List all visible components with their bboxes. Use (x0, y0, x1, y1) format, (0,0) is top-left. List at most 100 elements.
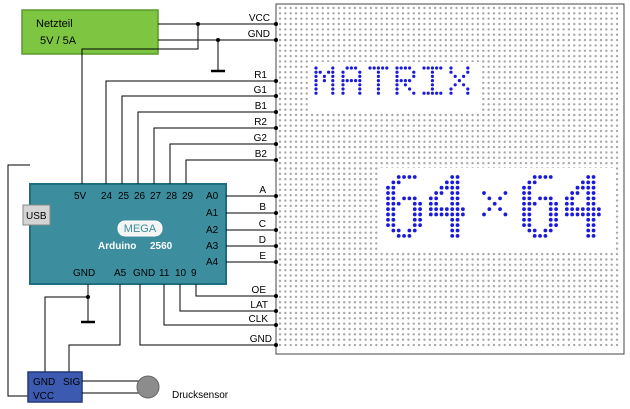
matrix-led (316, 124, 319, 127)
matrix-led (551, 87, 555, 90)
matrix-size-led (396, 233, 401, 238)
matrix-led (514, 129, 517, 133)
matrix-led (294, 81, 298, 85)
matrix-led (294, 44, 298, 47)
matrix-led (289, 258, 292, 261)
matrix-led (557, 38, 560, 42)
matrix-led (551, 317, 555, 320)
matrix-led (444, 49, 448, 52)
matrix-led (289, 28, 292, 31)
matrix-led (332, 151, 335, 154)
matrix-led (589, 263, 592, 266)
matrix-led (391, 322, 394, 325)
matrix-led (482, 113, 485, 117)
matrix-led (428, 268, 431, 272)
matrix-led (294, 252, 298, 256)
matrix-led (524, 301, 528, 304)
matrix-led (300, 252, 303, 256)
matrix-led (316, 343, 319, 347)
matrix-led (428, 119, 431, 122)
matrix-size-led (564, 212, 569, 217)
matrix-led (557, 317, 560, 320)
matrix-led (551, 71, 555, 74)
matrix-led (284, 167, 287, 170)
matrix-led (294, 172, 298, 176)
matrix-led (503, 268, 506, 272)
matrix-title-led (430, 91, 434, 95)
matrix-led (353, 204, 357, 208)
matrix-led (583, 140, 587, 143)
matrix-led (450, 317, 453, 320)
matrix-size-led (434, 196, 439, 201)
matrix-led (492, 65, 496, 69)
matrix-led (359, 140, 362, 143)
matrix-led (337, 242, 341, 245)
matrix-led (610, 252, 613, 256)
matrix-led (615, 242, 619, 245)
matrix-led (450, 33, 453, 36)
matrix-led (487, 65, 490, 69)
pin-dot (274, 22, 278, 26)
matrix-led (503, 135, 506, 138)
matrix-led (530, 140, 533, 143)
matrix-title-led (331, 83, 335, 87)
matrix-led (353, 279, 357, 283)
matrix-led (530, 161, 533, 165)
matrix-led (310, 236, 314, 240)
matrix-led (578, 33, 581, 36)
matrix-led (428, 285, 431, 288)
matrix-led (343, 252, 346, 256)
matrix-led (439, 135, 442, 138)
matrix-led (326, 333, 330, 336)
matrix-led (300, 54, 303, 58)
matrix-size-led (580, 185, 585, 190)
matrix-led (498, 295, 501, 299)
matrix-led (423, 295, 426, 299)
matrix-led (385, 301, 389, 304)
matrix-led (369, 242, 373, 245)
matrix-led (407, 306, 410, 309)
matrix-led (503, 343, 506, 347)
matrix-led (615, 290, 619, 293)
matrix-title-led (376, 79, 380, 83)
matrix-led (417, 38, 421, 42)
matrix-led (519, 258, 522, 261)
matrix-led (610, 65, 613, 69)
matrix-led (610, 343, 613, 347)
matrix-led (385, 135, 389, 138)
matrix-size-led (527, 223, 532, 228)
matrix-led (321, 17, 324, 20)
matrix-led (439, 145, 442, 149)
matrix-led (375, 140, 378, 143)
matrix-led (471, 12, 474, 15)
matrix-led (305, 17, 308, 20)
matrix-size-led (543, 196, 548, 201)
matrix-led (316, 322, 319, 325)
matrix-led (321, 161, 324, 165)
matrix-led (455, 317, 458, 320)
matrix-led (524, 290, 528, 293)
matrix-title-led (318, 70, 322, 74)
matrix-led (316, 306, 319, 309)
matrix-led (482, 343, 485, 347)
matrix-led (492, 12, 496, 15)
arduino-pin-26: 26 (134, 191, 146, 202)
matrix-led (524, 22, 528, 26)
matrix-led (573, 119, 576, 122)
matrix-led (599, 279, 603, 283)
matrix-led (439, 301, 442, 304)
matrix-led (353, 6, 357, 10)
matrix-led (498, 161, 501, 165)
matrix-size-led (418, 207, 422, 212)
matrix-led (316, 140, 319, 143)
matrix-led (300, 322, 303, 325)
matrix-led (605, 22, 608, 26)
matrix-size-led (412, 201, 417, 206)
matrix-led (508, 17, 512, 20)
matrix-led (589, 60, 592, 63)
matrix-led (391, 317, 394, 320)
matrix-led (471, 268, 474, 272)
matrix-led (530, 17, 533, 20)
matrix-led (471, 33, 474, 36)
matrix-led (294, 54, 298, 58)
